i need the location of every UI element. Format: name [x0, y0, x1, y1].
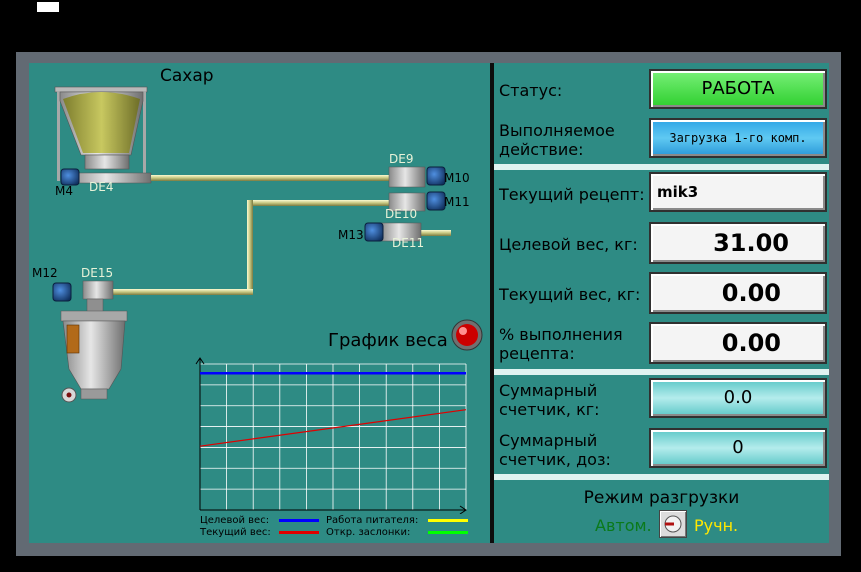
valve-de10[interactable] — [388, 192, 426, 212]
unload-manual-label: Ручн. — [694, 516, 739, 535]
graph-indicator-lamp — [451, 319, 483, 351]
status-value: РАБОТА — [701, 78, 775, 99]
motor-m11[interactable] — [426, 191, 446, 211]
sugar-silo — [54, 86, 148, 181]
label-de11: DE11 — [392, 236, 425, 250]
silo-title: Сахар — [160, 66, 214, 86]
sum-kg-label-line2: счетчик, кг: — [499, 400, 600, 419]
sum-doses-label-line2: счетчик, доз: — [499, 450, 611, 469]
separator-1 — [494, 164, 829, 170]
label-de4: DE4 — [89, 180, 114, 194]
sum-doses-value: 0 — [732, 437, 744, 458]
action-indicator: Загрузка 1-го комп. — [649, 118, 827, 158]
motor-m13[interactable] — [364, 222, 384, 242]
legend-current-swatch — [279, 531, 319, 534]
status-label: Статус: — [499, 81, 563, 100]
current-weight-value: 0.00 — [721, 279, 781, 307]
current-weight-field: 0.00 — [649, 272, 827, 314]
action-value: Загрузка 1-го комп. — [669, 131, 807, 145]
unload-mode-title: Режим разгрузки — [583, 488, 740, 508]
sum-kg-field: 0.0 — [649, 378, 827, 418]
series-line-current-weight — [199, 409, 467, 447]
valve-de15[interactable] — [82, 280, 114, 300]
recipe-field[interactable]: mik3 — [649, 172, 827, 212]
legend-current-label: Текущий вес: — [200, 527, 271, 538]
weighing-mixer — [60, 310, 128, 403]
legend-target-swatch — [279, 519, 319, 522]
target-weight-field: 31.00 — [649, 222, 827, 264]
sum-doses-label-line1: Суммарный — [499, 431, 598, 450]
weight-chart — [195, 357, 467, 514]
label-m10: M10 — [444, 171, 470, 185]
current-weight-label: Текущий вес, кг: — [499, 285, 641, 304]
percent-field: 0.00 — [649, 322, 827, 364]
sum-kg-label-line1: Суммарный — [499, 381, 598, 400]
legend-damper-swatch — [428, 531, 468, 534]
switch-knob-icon — [664, 515, 682, 533]
valve-de9[interactable] — [388, 166, 426, 188]
graph-title: График веса — [328, 330, 448, 351]
process-scheme — [52, 86, 483, 403]
window-tab[interactable] — [37, 2, 59, 12]
legend-target-label: Целевой вес: — [200, 515, 270, 526]
recipe-label: Текущий рецепт: — [499, 185, 645, 204]
label-m11: M11 — [444, 195, 470, 209]
separator-3 — [494, 474, 829, 480]
label-de10: DE10 — [385, 207, 418, 221]
legend-feeder-swatch — [428, 519, 468, 522]
unload-mode-switch[interactable] — [659, 510, 687, 538]
motor-m4[interactable] — [60, 168, 80, 186]
panel-divider — [490, 63, 494, 543]
motor-m12[interactable] — [52, 282, 72, 302]
motor-m10[interactable] — [426, 166, 446, 186]
percent-label-line2: рецепта: — [499, 344, 575, 363]
chart-series — [199, 371, 467, 447]
target-weight-value: 31.00 — [713, 229, 789, 257]
label-de9: DE9 — [389, 152, 414, 166]
label-m13: M13 — [338, 228, 364, 242]
percent-value: 0.00 — [721, 329, 781, 357]
sum-kg-value: 0.0 — [723, 387, 753, 408]
y-axis-arrow — [195, 357, 205, 365]
label-m12: M12 — [32, 266, 58, 280]
chart-axes — [195, 357, 467, 514]
percent-label-line1: % выполнения — [499, 325, 623, 344]
legend-damper-label: Откр. заслонки: — [326, 527, 411, 538]
status-indicator: РАБОТА — [649, 69, 827, 109]
chart-grid — [199, 363, 467, 511]
action-label-line2: действие: — [499, 140, 584, 159]
label-m4: M4 — [55, 184, 73, 198]
unload-auto-label: Автом. — [595, 516, 652, 535]
recipe-value: mik3 — [657, 183, 699, 201]
legend-feeder-label: Работа питателя: — [326, 515, 419, 526]
label-de15: DE15 — [81, 266, 114, 280]
sum-doses-field: 0 — [649, 428, 827, 468]
separator-2 — [494, 369, 829, 375]
x-axis-arrow — [459, 505, 467, 514]
action-label-line1: Выполняемое — [499, 121, 615, 140]
target-weight-label: Целевой вес, кг: — [499, 235, 638, 254]
